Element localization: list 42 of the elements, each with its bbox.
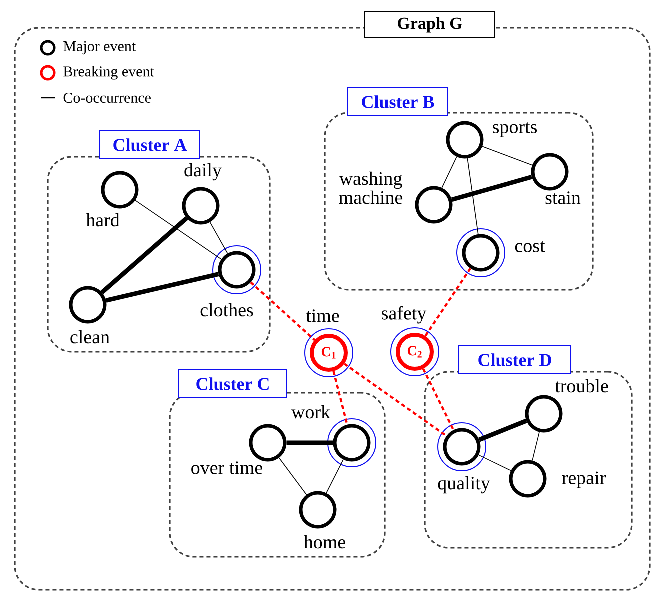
node-label: cost [515, 242, 546, 252]
legend-text: Breaking event [64, 66, 154, 80]
node-label: hard [86, 213, 120, 227]
node-label: clean [70, 330, 110, 344]
co-occurrence-line [135, 200, 222, 260]
node-label: Cluster D [478, 354, 552, 366]
node-label: Cluster A [114, 138, 188, 152]
node-label: home [304, 535, 346, 549]
co-occurrence-line [478, 454, 512, 472]
node-label: stain [546, 192, 581, 204]
co-occurrence-line [250, 282, 316, 342]
legend-text: Co-occurrence [64, 92, 151, 104]
co-occurrence-line [210, 222, 228, 254]
node-label: repair [562, 472, 606, 488]
co-occurrence-line [344, 363, 448, 438]
co-occurrence-line [478, 418, 528, 442]
node-label: quality [438, 476, 490, 494]
node-label: Cluster C [196, 378, 269, 390]
node-label: safety [382, 306, 427, 324]
co-occurrence-line [332, 371, 348, 426]
co-occurrence-line [532, 432, 540, 462]
node-label: time [306, 310, 340, 322]
co-occurrence-line [326, 459, 344, 494]
co-occurrence-line [278, 458, 308, 496]
co-occurrence-line [424, 268, 472, 337]
node-label: Cluster B [362, 96, 434, 108]
co-occurrence-line [106, 272, 220, 303]
co-occurrence-line [286, 440, 334, 446]
node-label: work [292, 405, 331, 419]
co-occurrence-line [442, 156, 458, 188]
legend-text: Major event [64, 41, 136, 55]
co-occurrence-line [467, 158, 479, 235]
node-label: daily [184, 163, 222, 181]
co-occurrence-line [482, 146, 533, 166]
node-label: over time [192, 462, 262, 474]
node-label: washing machine [339, 172, 403, 204]
co-occurrence-line [100, 216, 188, 294]
co-occurrence-line [422, 368, 455, 431]
node-label: trouble [555, 379, 608, 393]
node-label: sports [493, 122, 538, 138]
co-occurrence-line [451, 174, 533, 202]
node-label: clothes [200, 303, 254, 317]
